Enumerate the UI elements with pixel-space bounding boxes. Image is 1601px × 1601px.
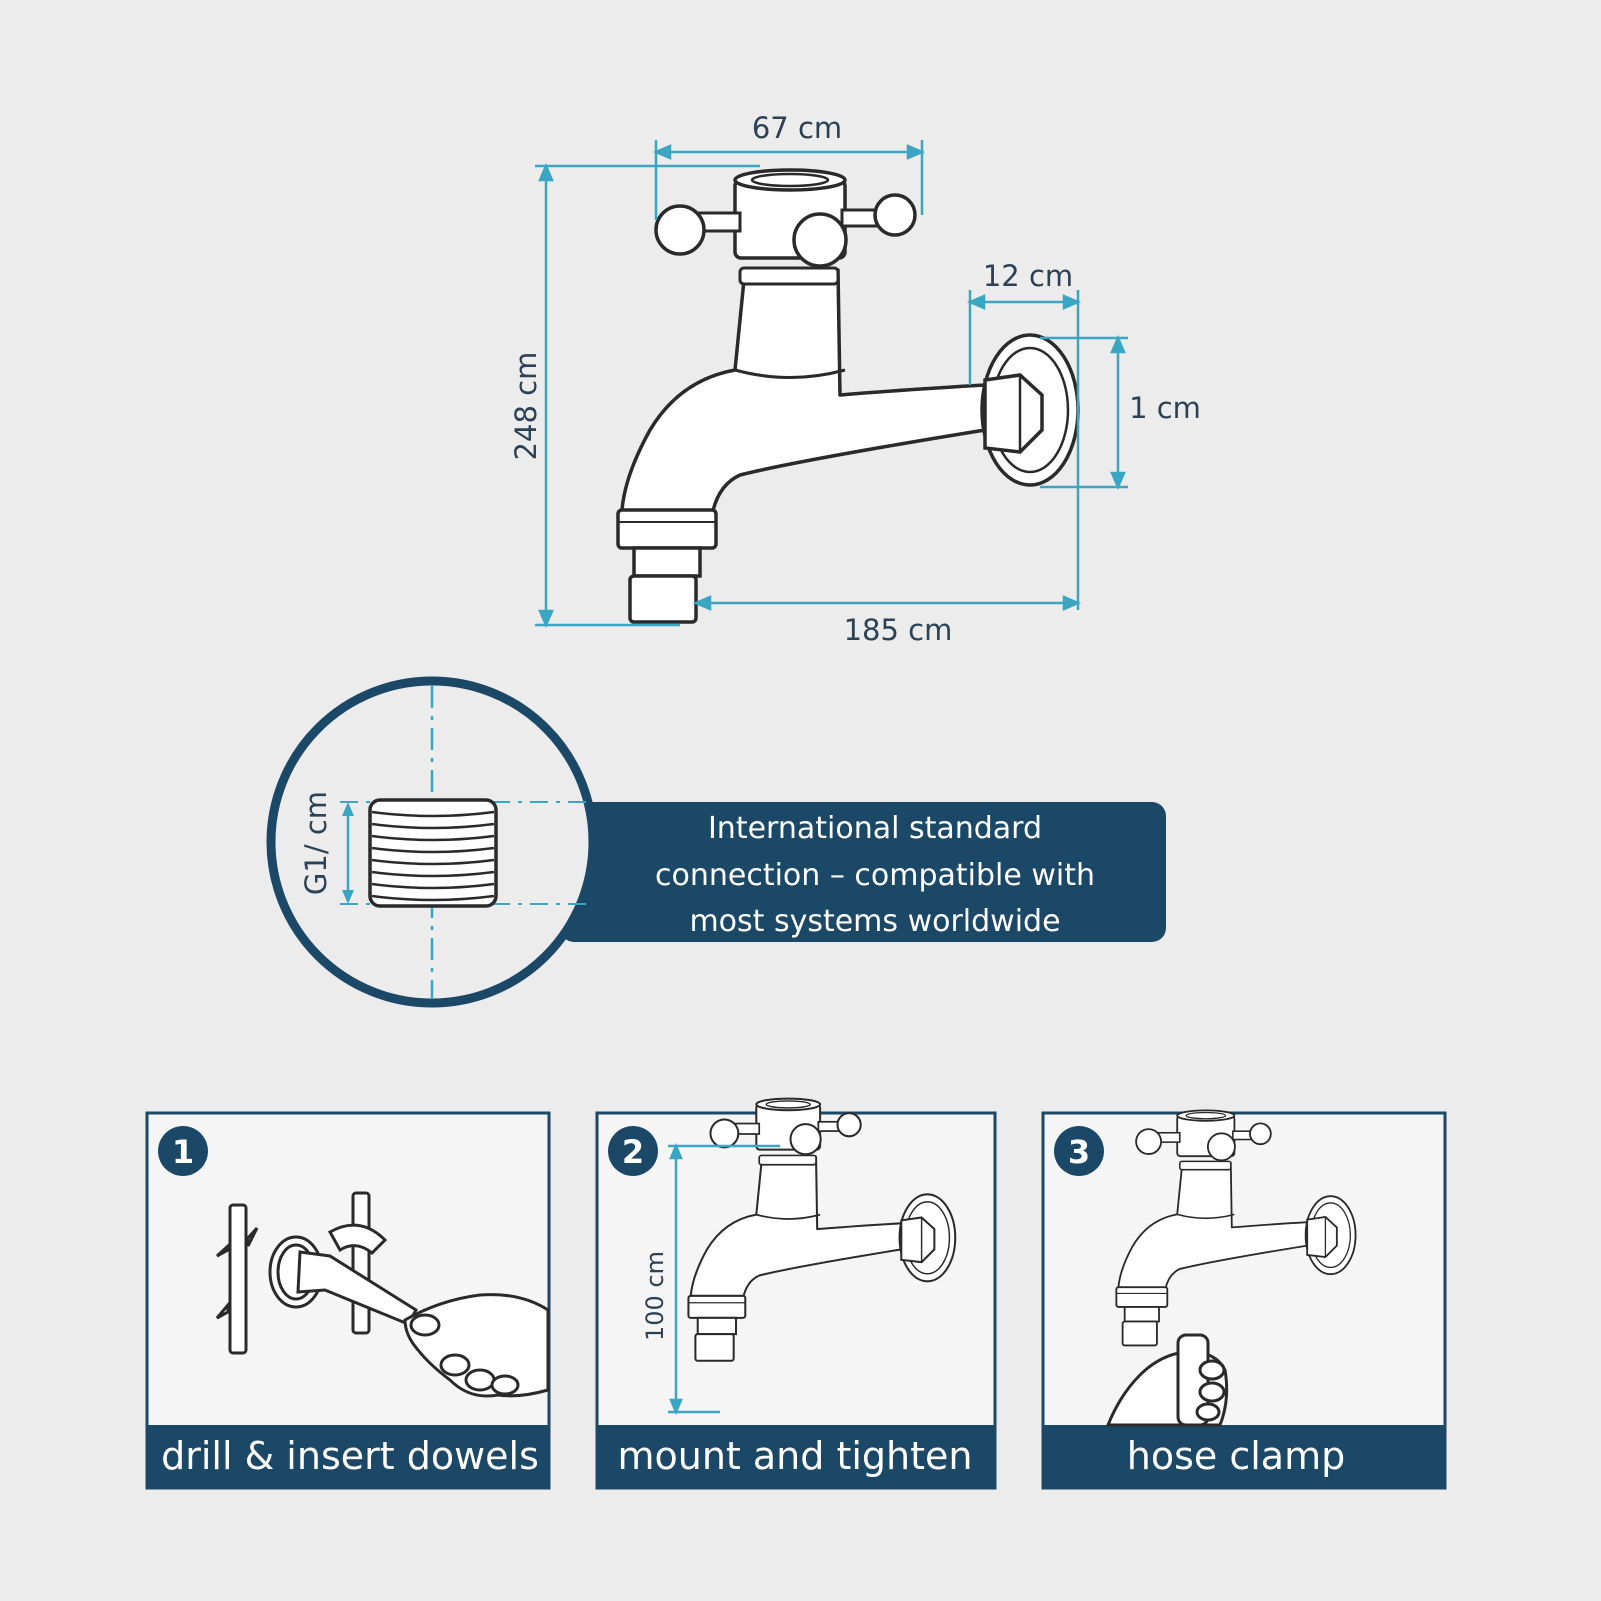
step-number: 3 [1068, 1133, 1090, 1171]
step-label-bar [1043, 1425, 1445, 1488]
wrench-icon [268, 1223, 419, 1326]
step-panel-1: 1 drill & insert dowels [145, 1111, 551, 1490]
step-label: drill & insert dowels [161, 1434, 539, 1478]
dimension-top-width: 67 cm [752, 111, 842, 145]
dimension-total-height: 248 cm [509, 352, 543, 461]
step-badge [608, 1126, 658, 1176]
step-badge [158, 1126, 208, 1176]
threaded-connector-icon [340, 686, 590, 998]
callout-line-3: most systems worldwide [689, 904, 1060, 939]
step-dimension-label: 100 cm [641, 1251, 669, 1341]
step-panel-3: 3 hose clamp [1041, 1109, 1447, 1490]
step-label-bar [147, 1425, 549, 1488]
step-number: 1 [172, 1133, 194, 1171]
callout-banner [560, 802, 1166, 942]
hand-icon [1105, 1333, 1229, 1427]
step-dimension-line [668, 1142, 780, 1416]
step-label-bar [597, 1425, 995, 1488]
main-tap-drawing [616, 168, 1080, 624]
step-panel-2: 2 mount and tighten 100 cm [595, 1097, 997, 1490]
wall-tap-icon [616, 168, 1080, 624]
thread-label: G1/ cm [299, 791, 333, 895]
callout-line-1: International standard [708, 811, 1042, 846]
dimension-flange-depth: 12 cm [983, 259, 1073, 293]
dimension-projection: 185 cm [844, 613, 953, 647]
step-number: 2 [622, 1133, 644, 1171]
dimension-lines [535, 140, 1128, 629]
hand-icon [403, 1293, 550, 1398]
dimension-flange-height: 1 cm [1129, 391, 1201, 425]
step-label: hose clamp [1127, 1434, 1345, 1478]
step-label: mount and tighten [617, 1434, 972, 1478]
step-badge [1054, 1126, 1104, 1176]
thread-callout: G1/ cm International standard connection… [266, 676, 1166, 1008]
callout-line-2: connection – compatible with [655, 858, 1095, 893]
